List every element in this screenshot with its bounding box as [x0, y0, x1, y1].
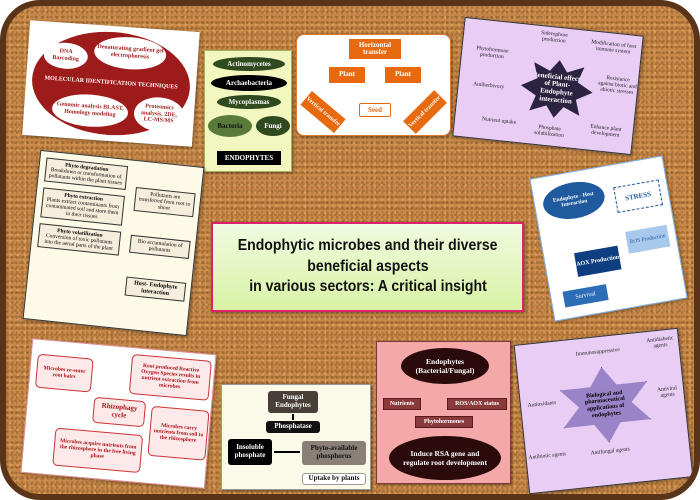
effect-label: Nutrient uptake — [481, 116, 517, 126]
horizontal-transfer-box: Horizontal transfer — [349, 39, 401, 59]
node-bacteria: Bacteria — [208, 115, 252, 137]
effect-label: Modification of host immune system — [590, 39, 637, 56]
application-label: Antioxidants — [527, 399, 557, 409]
title-line-1: Endophytic microbes and their diverse — [237, 236, 498, 254]
effect-label: Antiherbivory — [472, 81, 505, 91]
node-fungi: Fungi — [256, 116, 290, 136]
application-label: Immunosuppressive — [575, 346, 621, 358]
application-label: Antibiotic agents — [528, 451, 567, 462]
effect-label: Enhance plant development — [590, 123, 622, 139]
transfer-panel: Horizontal transfer Plant Plant Seed Ver… — [296, 34, 451, 136]
stress-burst: STRESS — [613, 179, 664, 214]
phosphate-panel: Fungal Endophytes Phosphatase Insoluble … — [221, 384, 371, 490]
fungal-endophytes-box: Fungal Endophytes — [268, 391, 318, 413]
phyto-available-box: Phyto-available phosphorus — [302, 441, 366, 465]
rsa-ellipse: Induce RSA gene and regulate root develo… — [389, 436, 501, 480]
effect-label: Phytohormone production — [476, 45, 509, 61]
effects-star: Beneficial effects of Plant-Endophyte in… — [518, 56, 596, 121]
rhizophagy-step: Microbes re-enter root hairs — [34, 353, 94, 393]
phyto-flow-column: Pollutants are transferred from root to … — [124, 187, 196, 303]
rhizophagy-panel: Rhizophagy cycle Root produced Reactive … — [20, 338, 217, 489]
effect-label: Phosphate solubilization — [533, 124, 565, 139]
plant-left-box: Plant — [329, 67, 365, 83]
phytohormones-box: Phytohormones — [415, 416, 473, 428]
ros-aox-box: ROS/AOX status — [447, 398, 507, 410]
node-archaebacteria: Archaebacteria — [211, 75, 287, 91]
pollutant-transfer-box: Pollutants are transferred from root to … — [133, 187, 196, 218]
rhizophagy-step: Root produced Reactive Oxygen Species re… — [128, 353, 212, 401]
survival-box: Survival — [562, 284, 609, 308]
effect-label: Resistance against biotic and abiotic st… — [597, 75, 638, 97]
endophytes-ellipse: Endophytes (Bacterial/Fungal) — [401, 348, 489, 384]
application-label: Antifungal agents — [590, 446, 631, 457]
vertical-transfer-left: Vertical transfer — [300, 90, 346, 134]
stress-panel: Endophyte - Host Interaction STRESS AOX … — [529, 155, 688, 322]
title-line-2: beneficial aspects — [306, 257, 429, 275]
biological-applications-panel: Biological and pharmaceutical applicatio… — [513, 327, 694, 494]
applications-star: Biological and pharmaceutical applicatio… — [558, 362, 653, 447]
vertical-transfer-right: Vertical transfer — [403, 90, 447, 134]
title-line-3: in various sectors: A critical insight — [248, 278, 487, 296]
application-label: Antiviral agents — [656, 385, 678, 399]
bioaccumulation-box: Bio accumulation of pollutants — [129, 234, 191, 260]
host-endophyte-box: Host- Endophyte interaction — [124, 276, 187, 303]
phosphatase-box: Phosphatase — [266, 421, 320, 433]
arrow-down-icon — [292, 414, 294, 420]
rhizophagy-step: Microbes acquire nutrients from the rhiz… — [52, 427, 144, 474]
rsa-panel: Endophytes (Bacterial/Fungal) Nutrients … — [376, 341, 511, 484]
effect-label: Siderophore production — [540, 29, 569, 45]
node-mycoplasmas: Mycoplasmas — [217, 95, 281, 109]
application-label: Antidiabetic agents — [646, 335, 674, 350]
seed-box: Seed — [359, 103, 391, 117]
phyto-text: Breakdown or transformation of pollutant… — [48, 167, 123, 187]
rhizophagy-center: Rhizophagy cycle — [92, 396, 147, 428]
endophyte-types-panel: Actinomycetes Archaebacteria Mycoplasmas… — [204, 50, 292, 172]
title-box: Endophytic microbes and their diverse be… — [211, 222, 524, 312]
rhizophagy-step: Microbes carry nutrients from soil to th… — [147, 405, 210, 461]
interaction-ellipse: Endophyte - Host Interaction — [540, 177, 608, 224]
insoluble-phosphate-box: Insoluble phosphate — [228, 439, 272, 465]
ros-box: ROS Production — [625, 224, 671, 254]
molecular-identification-panel: DNA Barcoding Denaturating gradient gel … — [22, 20, 200, 147]
phyto-text: Conversion of toxic pollutants into the … — [44, 233, 114, 253]
node-actinomycetes: Actinomycetes — [213, 57, 285, 71]
arrow-right-icon — [274, 451, 300, 453]
beneficial-effects-panel: Beneficial effects of Plant-Endophyte in… — [452, 16, 644, 156]
nutrients-box: Nutrients — [383, 398, 421, 410]
uptake-box: Uptake by plants — [302, 473, 366, 485]
aox-box: AOX Production — [574, 245, 622, 277]
phyto-text: Plants extract contaminants from contami… — [45, 197, 120, 221]
plant-right-box: Plant — [385, 67, 421, 83]
endophytes-root: ENDOPHYTES — [217, 151, 281, 165]
